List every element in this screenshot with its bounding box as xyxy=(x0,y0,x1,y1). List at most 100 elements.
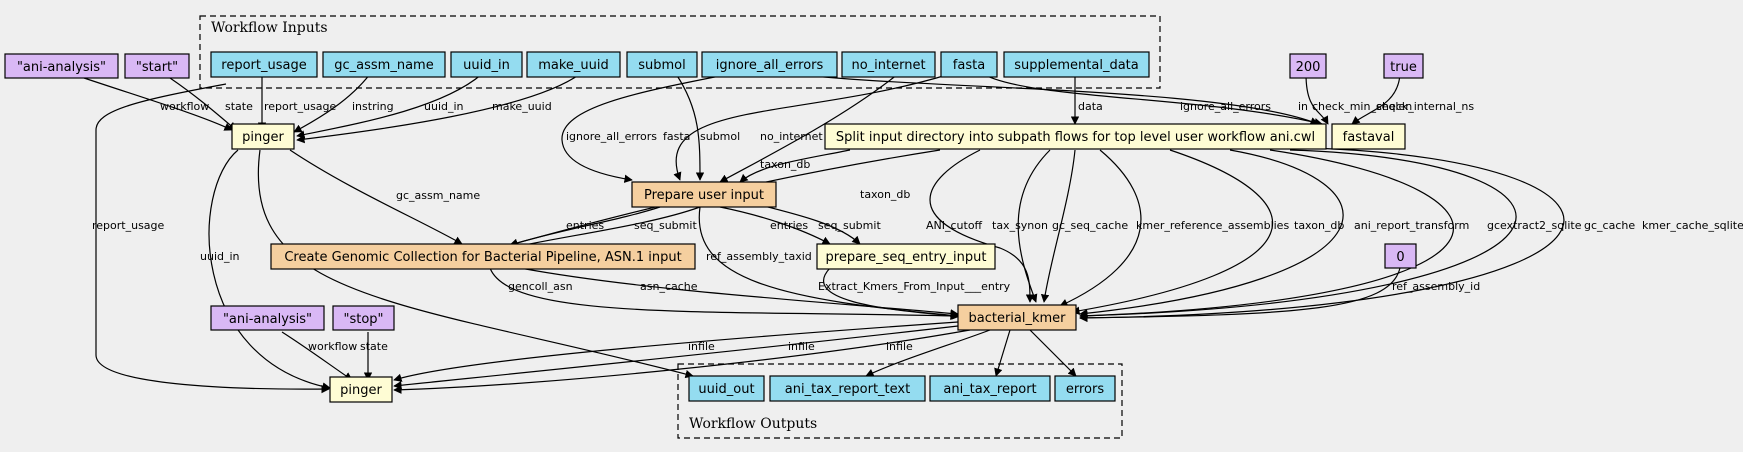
node-input-fasta[interactable]: fasta xyxy=(940,51,998,78)
svg-text:fasta: fasta xyxy=(953,58,985,73)
node-fastaval[interactable]: fastaval xyxy=(1331,123,1406,150)
node-output-ani-tax-report-text[interactable]: ani_tax_report_text xyxy=(769,375,926,402)
edge-ani-tax-report xyxy=(994,329,1011,377)
edge-uuid-in-1 xyxy=(296,73,483,139)
edge-labels: workflow state report_usage instring uui… xyxy=(92,100,1743,353)
node-create-genomic-collection[interactable]: Create Genomic Collection for Bacterial … xyxy=(270,243,696,270)
label-data: data xyxy=(1078,100,1103,113)
svg-text:gc_assm_name: gc_assm_name xyxy=(334,58,433,73)
node-prepare-seq-entry-input[interactable]: prepare_seq_entry_input xyxy=(816,243,996,270)
svg-text:bacterial_kmer: bacterial_kmer xyxy=(968,311,1066,326)
label-tax-synon: tax_synon xyxy=(992,219,1048,232)
edge-gc-assm-name xyxy=(289,149,463,245)
label-check-internal-ns: check_internal_ns xyxy=(1376,100,1474,113)
label-infile-3: infile xyxy=(886,340,913,353)
node-const-ani-1[interactable]: "ani-analysis" xyxy=(4,53,119,79)
edge-kmer-reference-assemblies xyxy=(1059,149,1142,307)
label-infile-1: infile xyxy=(688,340,715,353)
node-const-ani-2[interactable]: "ani-analysis" xyxy=(210,305,325,331)
label-taxon-db-2: taxon_db xyxy=(860,188,910,201)
label-infile-2: infile xyxy=(788,340,815,353)
svg-text:errors: errors xyxy=(1066,382,1104,397)
edge-ignore-all-errors-2 xyxy=(779,71,1319,126)
svg-text:pinger: pinger xyxy=(340,383,382,398)
workflow-outputs-label: Workflow Outputs xyxy=(689,416,817,432)
edge-ani-cutoff xyxy=(929,149,1035,303)
label-gencoll-asn: gencoll_asn xyxy=(508,280,573,293)
node-output-uuid-out[interactable]: uuid_out xyxy=(688,375,765,402)
node-input-submol[interactable]: submol xyxy=(626,51,698,78)
node-input-uuid-in[interactable]: uuid_in xyxy=(450,51,523,78)
edge-workflow-2 xyxy=(281,331,353,381)
edge-infile-1 xyxy=(393,321,959,382)
svg-text:pinger: pinger xyxy=(242,130,284,145)
node-input-make-uuid[interactable]: make_uuid xyxy=(526,51,621,78)
label-gcextract2-sqlite: gcextract2_sqlite xyxy=(1487,219,1582,232)
label-state-2: state xyxy=(360,340,388,353)
svg-text:"stop": "stop" xyxy=(343,312,383,327)
edge-ignore-all-errors-1 xyxy=(561,71,741,183)
node-const-true[interactable]: true xyxy=(1383,53,1424,79)
node-input-supplemental-data[interactable]: supplemental_data xyxy=(1003,51,1150,78)
node-split-input-directory[interactable]: Split input directory into subpath flows… xyxy=(824,123,1327,150)
svg-text:Split input directory into sub: Split input directory into subpath flows… xyxy=(836,130,1315,145)
node-bacterial-kmer[interactable]: bacterial_kmer xyxy=(957,304,1077,331)
node-const-0[interactable]: 0 xyxy=(1384,243,1417,269)
svg-text:ignore_all_errors: ignore_all_errors xyxy=(716,58,824,73)
edge-uuid-out xyxy=(257,149,694,379)
label-uuid-in-1: uuid_in xyxy=(424,100,464,113)
node-pinger-2[interactable]: pinger xyxy=(329,376,393,403)
node-const-stop[interactable]: "stop" xyxy=(332,305,395,331)
edge-report-usage-2 xyxy=(95,83,330,394)
label-entries-1: entries xyxy=(566,219,604,232)
svg-text:prepare_seq_entry_input: prepare_seq_entry_input xyxy=(826,250,987,265)
label-in: in xyxy=(1298,100,1308,113)
label-report-usage-1: report_usage xyxy=(264,100,337,113)
edge-ref-assembly-id xyxy=(1079,267,1401,323)
label-extract-kmers: Extract_Kmers_From_Input___entry xyxy=(818,280,1011,293)
edge-extract-kmers xyxy=(823,267,959,320)
label-check-min-seqlen: check_min_seqlen xyxy=(1312,100,1412,113)
node-output-ani-tax-report[interactable]: ani_tax_report xyxy=(929,375,1051,402)
edge-ani-report-transform xyxy=(1079,149,1344,318)
node-input-no-internet[interactable]: no_internet xyxy=(841,51,936,78)
svg-text:supplemental_data: supplemental_data xyxy=(1014,58,1138,73)
node-prepare-user-input[interactable]: Prepare user input xyxy=(631,181,777,208)
node-input-gc-assm-name[interactable]: gc_assm_name xyxy=(322,51,446,78)
label-ignore-all-errors-2: ignore_all_errors xyxy=(1180,100,1271,113)
svg-text:ani_tax_report_text: ani_tax_report_text xyxy=(785,382,910,397)
svg-text:report_usage: report_usage xyxy=(221,58,306,73)
edge-infile-3 xyxy=(393,329,971,394)
edge-check-internal-ns xyxy=(1351,73,1401,125)
svg-text:true: true xyxy=(1390,60,1417,75)
svg-text:Prepare user input: Prepare user input xyxy=(644,188,764,203)
nodes: "ani-analysis" "start" report_usage gc_a… xyxy=(4,51,1424,403)
node-input-ignore-all-errors[interactable]: ignore_all_errors xyxy=(701,51,838,78)
edge-check-min-seqlen xyxy=(1305,73,1329,125)
svg-text:0: 0 xyxy=(1396,250,1404,265)
label-ref-assembly-id: ref_assembly_id xyxy=(1392,280,1480,293)
edge-in xyxy=(979,71,1323,127)
node-const-start[interactable]: "start" xyxy=(124,53,190,79)
label-kmer-cache-sqlite: kmer_cache_sqlite xyxy=(1642,219,1743,232)
svg-text:"start": "start" xyxy=(136,60,178,75)
workflow-inputs-label: Workflow Inputs xyxy=(211,20,328,36)
edge-workflow-1 xyxy=(83,77,233,131)
node-const-200[interactable]: 200 xyxy=(1289,53,1327,79)
label-ignore-all-errors-1: ignore_all_errors xyxy=(566,130,657,143)
node-pinger-1[interactable]: pinger xyxy=(231,123,295,150)
svg-text:fastaval: fastaval xyxy=(1343,130,1395,145)
edge-fasta-1 xyxy=(673,73,951,181)
svg-text:ani_tax_report: ani_tax_report xyxy=(943,382,1036,397)
edge-taxon-db-1 xyxy=(739,149,851,183)
edge-entries-2 xyxy=(719,206,831,245)
node-output-errors[interactable]: errors xyxy=(1054,375,1116,402)
label-gc-assm-name: gc_assm_name xyxy=(396,189,480,202)
edge-make-uuid xyxy=(296,73,581,144)
node-input-report-usage[interactable]: report_usage xyxy=(210,51,318,78)
edge-submol xyxy=(675,73,705,181)
svg-text:"ani-analysis": "ani-analysis" xyxy=(223,312,312,327)
edge-seq-submit-2 xyxy=(759,204,861,245)
edge-gcextract2-sqlite xyxy=(1079,149,1455,320)
edge-ani-tax-report-text xyxy=(865,329,991,377)
